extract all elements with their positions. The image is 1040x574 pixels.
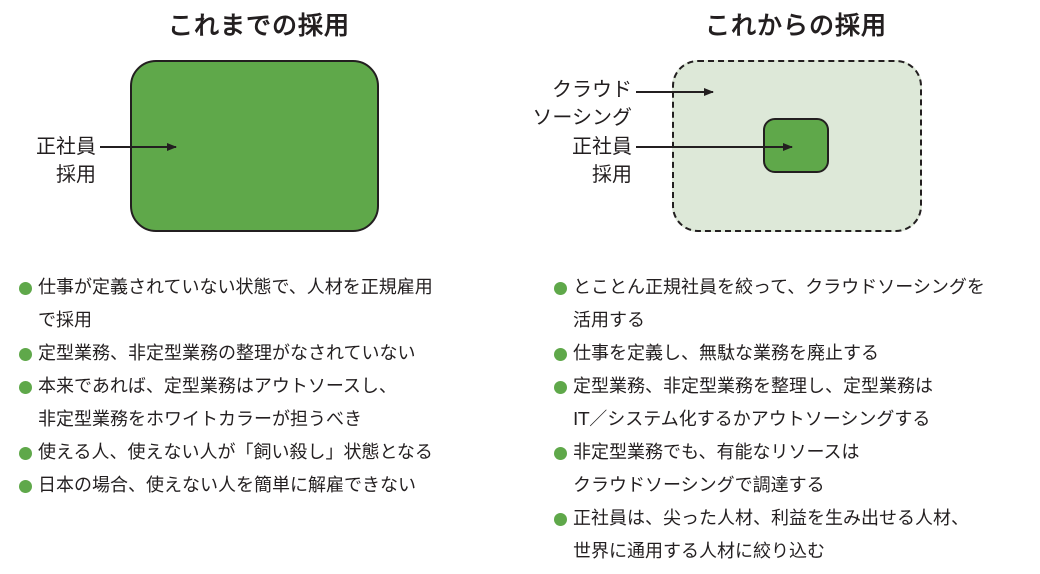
left-fulltime-label: 正社員 採用 [14, 132, 96, 188]
bullet-dot [554, 282, 567, 295]
bullet-dot [19, 282, 32, 295]
bullet-dot [19, 447, 32, 460]
bullet-text: 正社員は、尖った人材、利益を生み出せる人材、 [573, 508, 969, 529]
bullet-item: 仕事を定義し、無駄な業務を廃止する [551, 337, 1031, 370]
bullet-text: 非定型業務でも、有能なリソースは [573, 442, 860, 463]
bullet-item: 非定型業務でも、有能なリソースはクラウドソーシングで調達する [551, 436, 1031, 502]
bullet-dot [19, 381, 32, 394]
bullet-text: IT／システム化するかアウトソーシングする [573, 409, 931, 430]
bullet-text: とことん正規社員を絞って、クラウドソーシングを [573, 277, 985, 298]
bullet-text: 定型業務、非定型業務の整理がなされていない [38, 343, 416, 364]
bullet-item: 日本の場合、使えない人を簡単に解雇できない [16, 469, 516, 502]
bullet-dot [554, 513, 567, 526]
left-bullet-list: 仕事が定義されていない状態で、人材を正規雇用で採用定型業務、非定型業務の整理がな… [16, 271, 516, 502]
bullet-text: 本来であれば、定型業務はアウトソースし、 [38, 376, 397, 397]
bullet-dot [554, 447, 567, 460]
bullet-text: 使える人、使えない人が「飼い殺し」状態となる [38, 442, 433, 463]
fulltime-inner-box [763, 118, 829, 173]
bullet-item: 本来であれば、定型業務はアウトソースし、非定型業務をホワイトカラーが担うべき [16, 370, 516, 436]
bullet-text: 活用する [573, 310, 645, 331]
label-line: 採用 [56, 162, 96, 186]
bullet-text: で採用 [38, 310, 92, 331]
bullet-text: 定型業務、非定型業務を整理し、定型業務は [573, 376, 933, 397]
bullet-item: 使える人、使えない人が「飼い殺し」状態となる [16, 436, 516, 469]
bullet-text: 世界に通用する人材に絞り込む [573, 541, 825, 562]
bullet-text: 非定型業務をホワイトカラーが担うべき [38, 409, 362, 430]
bullet-item: 仕事が定義されていない状態で、人材を正規雇用で採用 [16, 271, 516, 337]
bullet-text: 仕事を定義し、無駄な業務を廃止する [573, 343, 879, 364]
bullet-text: 仕事が定義されていない状態で、人材を正規雇用 [38, 277, 433, 298]
label-line: 正社員 [36, 134, 96, 158]
bullet-dot [19, 348, 32, 361]
bullet-item: 定型業務、非定型業務を整理し、定型業務は IT／システム化するかアウトソーシングす… [551, 370, 1031, 436]
bullet-dot [554, 348, 567, 361]
left-title: これまでの採用 [168, 11, 351, 40]
bullet-item: 定型業務、非定型業務の整理がなされていない [16, 337, 516, 370]
bullet-text: 日本の場合、使えない人を簡単に解雇できない [38, 475, 416, 496]
label-line: ソーシング [532, 105, 632, 129]
crowdsourcing-label: クラウド ソーシング [520, 75, 632, 131]
label-line: 正社員 [572, 134, 632, 158]
bullet-dot [554, 381, 567, 394]
bullet-text: クラウドソーシングで調達する [573, 475, 825, 496]
bullet-item: とことん正規社員を絞って、クラウドソーシングを活用する [551, 271, 1031, 337]
right-fulltime-label: 正社員 採用 [540, 132, 632, 188]
right-bullet-list: とことん正規社員を絞って、クラウドソーシングを活用する仕事を定義し、無駄な業務を… [551, 271, 1031, 568]
label-line: 採用 [592, 162, 632, 186]
label-line: クラウド [552, 77, 632, 101]
right-title: これからの採用 [705, 11, 888, 40]
bullet-item: 正社員は、尖った人材、利益を生み出せる人材、世界に通用する人材に絞り込む [551, 502, 1031, 568]
bullet-dot [19, 480, 32, 493]
